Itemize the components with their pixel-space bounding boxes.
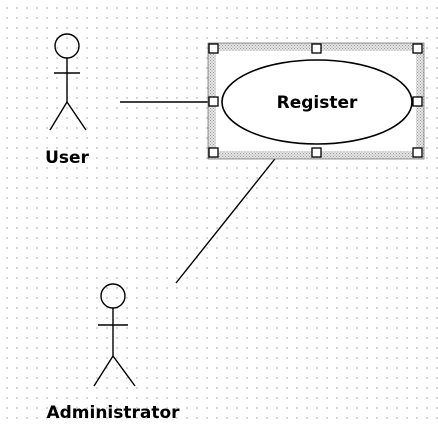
- actor-right-leg: [66, 101, 87, 131]
- use-case-label: Register: [277, 93, 358, 113]
- use-case-register[interactable]: Register: [221, 59, 413, 145]
- resize-handle-left[interactable]: [208, 96, 219, 107]
- actor-head: [54, 33, 80, 59]
- resize-handle-bottom-left[interactable]: [208, 147, 219, 158]
- actor-left-leg: [49, 101, 68, 131]
- resize-handle-top[interactable]: [311, 43, 322, 54]
- selection-handles[interactable]: [208, 43, 423, 158]
- resize-handle-right[interactable]: [412, 96, 423, 107]
- resize-handle-bottom-right[interactable]: [412, 147, 423, 158]
- actor-administrator-label: Administrator: [46, 403, 180, 423]
- actor-head: [100, 283, 126, 309]
- association-administrator-register[interactable]: [175, 149, 283, 284]
- actor-administrator[interactable]: [93, 283, 136, 387]
- resize-handle-bottom[interactable]: [311, 147, 322, 158]
- actor-user[interactable]: [49, 33, 87, 131]
- actor-right-leg: [112, 355, 136, 387]
- resize-handle-top-left[interactable]: [208, 43, 219, 54]
- use-case-ellipse[interactable]: [221, 59, 413, 145]
- resize-handle-top-right[interactable]: [412, 43, 423, 54]
- actor-left-leg: [93, 355, 114, 387]
- actor-user-label: User: [45, 148, 89, 168]
